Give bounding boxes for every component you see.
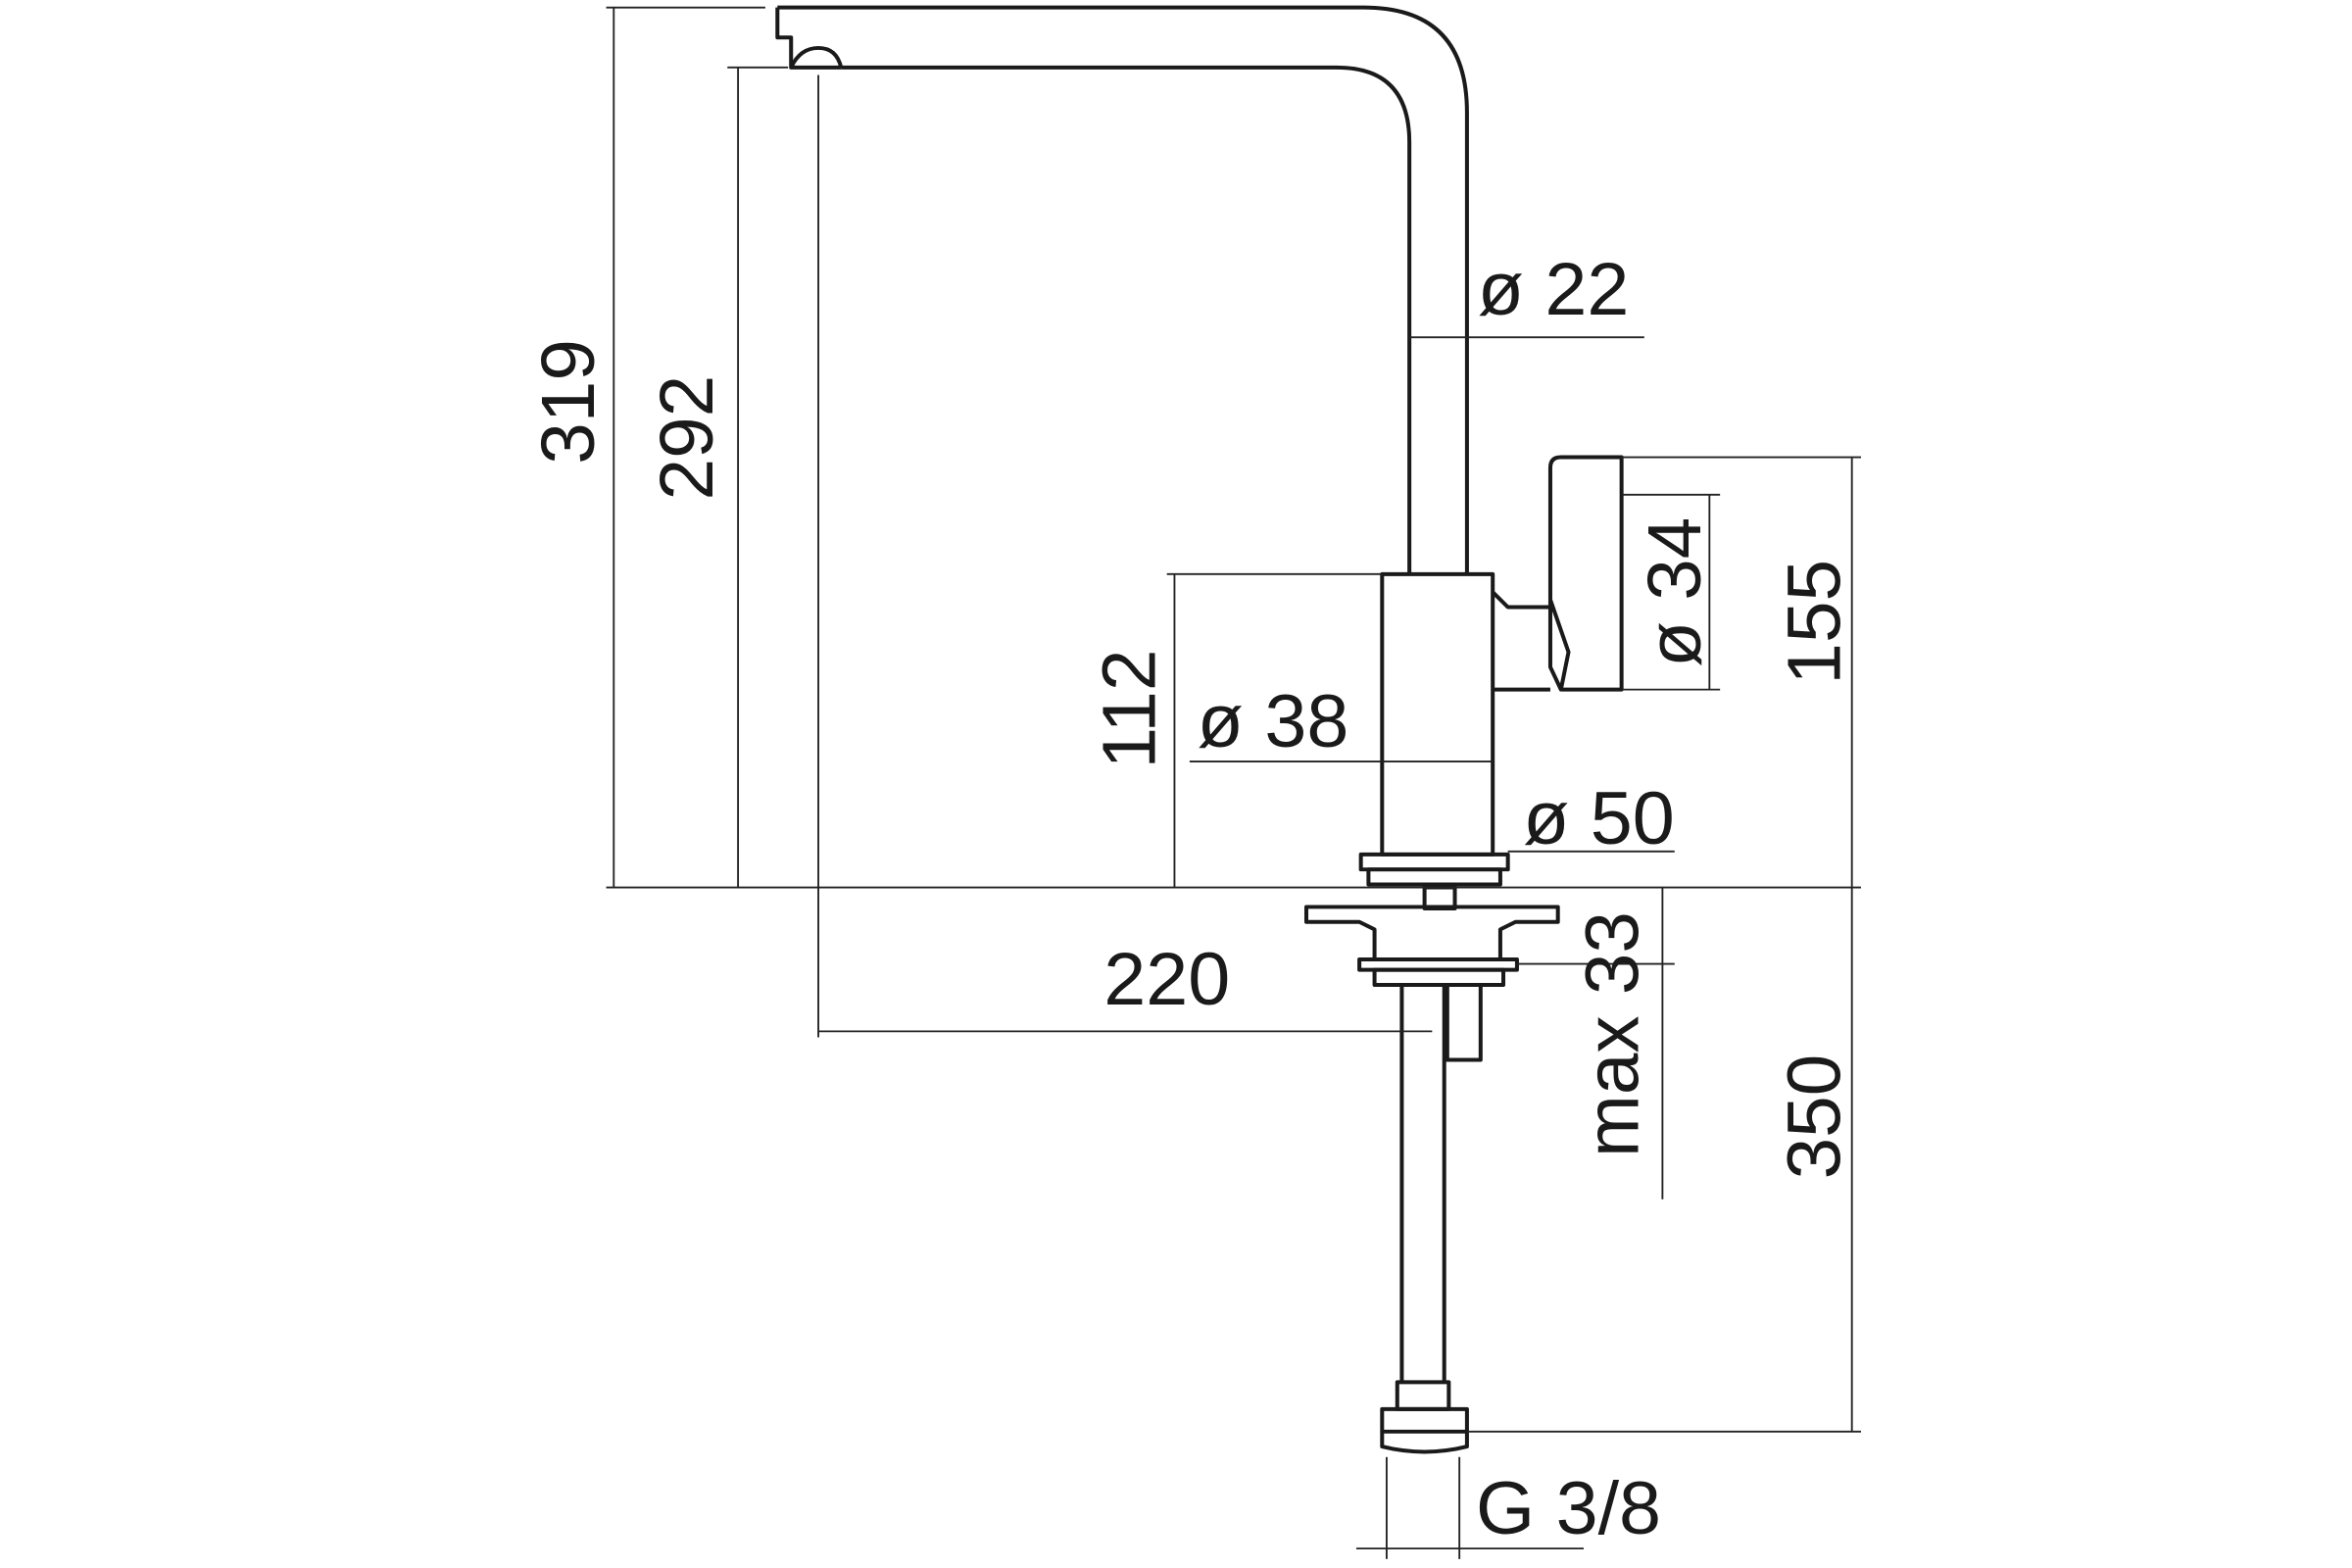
label-d38: ø 38: [1198, 679, 1349, 763]
label-155: 155: [1772, 560, 1856, 685]
dimension-spout-reach: 220: [817, 74, 1433, 1038]
mounting-plate: [1303, 905, 1560, 961]
label-319: 319: [526, 339, 611, 465]
label-350: 350: [1772, 1054, 1856, 1180]
dimension-body-diameter: ø 38: [1189, 679, 1494, 763]
base-ring: [1366, 867, 1502, 887]
mounting-washer: [1372, 967, 1506, 987]
dimension-spout-diameter: ø 22: [1409, 248, 1644, 339]
aerator: [789, 45, 844, 69]
body-cylinder: [1380, 571, 1495, 857]
spout-inner: [841, 65, 1412, 574]
spout-tip: [775, 7, 842, 70]
label-d22: ø 22: [1478, 248, 1630, 332]
lever-handle: [1547, 455, 1624, 692]
dimension-total-height: 319: [526, 6, 765, 888]
dimension-deck-thickness: max 33: [1515, 887, 1675, 1200]
label-g38: G 3/8: [1476, 1466, 1661, 1550]
dimension-handle-diameter: ø 34: [1621, 493, 1721, 691]
label-220: 220: [1103, 937, 1230, 1021]
dimension-spout-height: 292: [644, 66, 789, 888]
dimension-hose-length: 350: [1466, 887, 1861, 1433]
label-max-33: max 33: [1570, 911, 1654, 1157]
dimension-connection: G 3/8: [1356, 1456, 1661, 1559]
label-112: 112: [1087, 650, 1171, 769]
handle-connector: [1491, 590, 1550, 692]
label-d34: ø 34: [1633, 517, 1717, 667]
threaded-rod: [1445, 982, 1483, 1062]
hose-nut: [1380, 1406, 1469, 1454]
base-flange: [1358, 852, 1510, 872]
label-d50: ø 50: [1523, 777, 1675, 861]
flex-hose: [1399, 984, 1446, 1383]
faucet-body: [775, 5, 1624, 1454]
label-292: 292: [644, 375, 728, 501]
spout-outer: [777, 5, 1469, 574]
dimension-handle-height: 155: [1621, 456, 1861, 888]
dimension-base-diameter: ø 50: [1507, 777, 1675, 861]
hose-ferrule: [1395, 1380, 1451, 1411]
dimension-body-height: 112: [1087, 572, 1383, 888]
